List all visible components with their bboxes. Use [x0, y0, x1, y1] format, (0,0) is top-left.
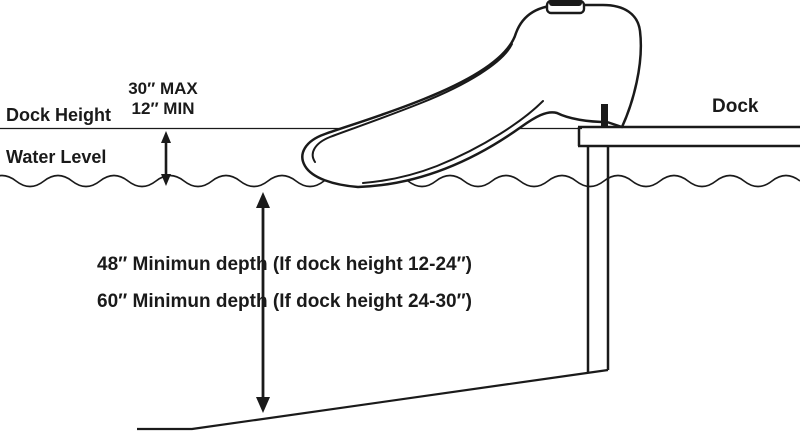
depth-60-label: 60″ Minimun depth (If dock height 24-30″…: [97, 291, 473, 312]
slide-chute-edge-line: [362, 100, 544, 184]
dock-height-arrow: [161, 131, 171, 186]
slide-handle-grip: [549, 0, 582, 6]
depth-48-label: 48″ Minimun depth (If dock height 12-24″…: [97, 254, 473, 275]
water-level-label: Water Level: [6, 147, 107, 167]
max-height-label: 30″ MAX: [128, 79, 198, 98]
dock-cleat: [601, 104, 608, 128]
min-height-label: 12″ MIN: [131, 98, 195, 118]
height-range-labels: 30″ MAX 12″ MIN: [106, 79, 220, 118]
lake-bottom-slope: [137, 368, 609, 431]
depth-arrow: [256, 192, 270, 413]
slide-body-outline: [301, 3, 643, 189]
slide-rail-inner-line: [311, 43, 513, 163]
dock-label: Dock: [712, 96, 759, 117]
dock-height-label: Dock Height: [6, 105, 112, 125]
